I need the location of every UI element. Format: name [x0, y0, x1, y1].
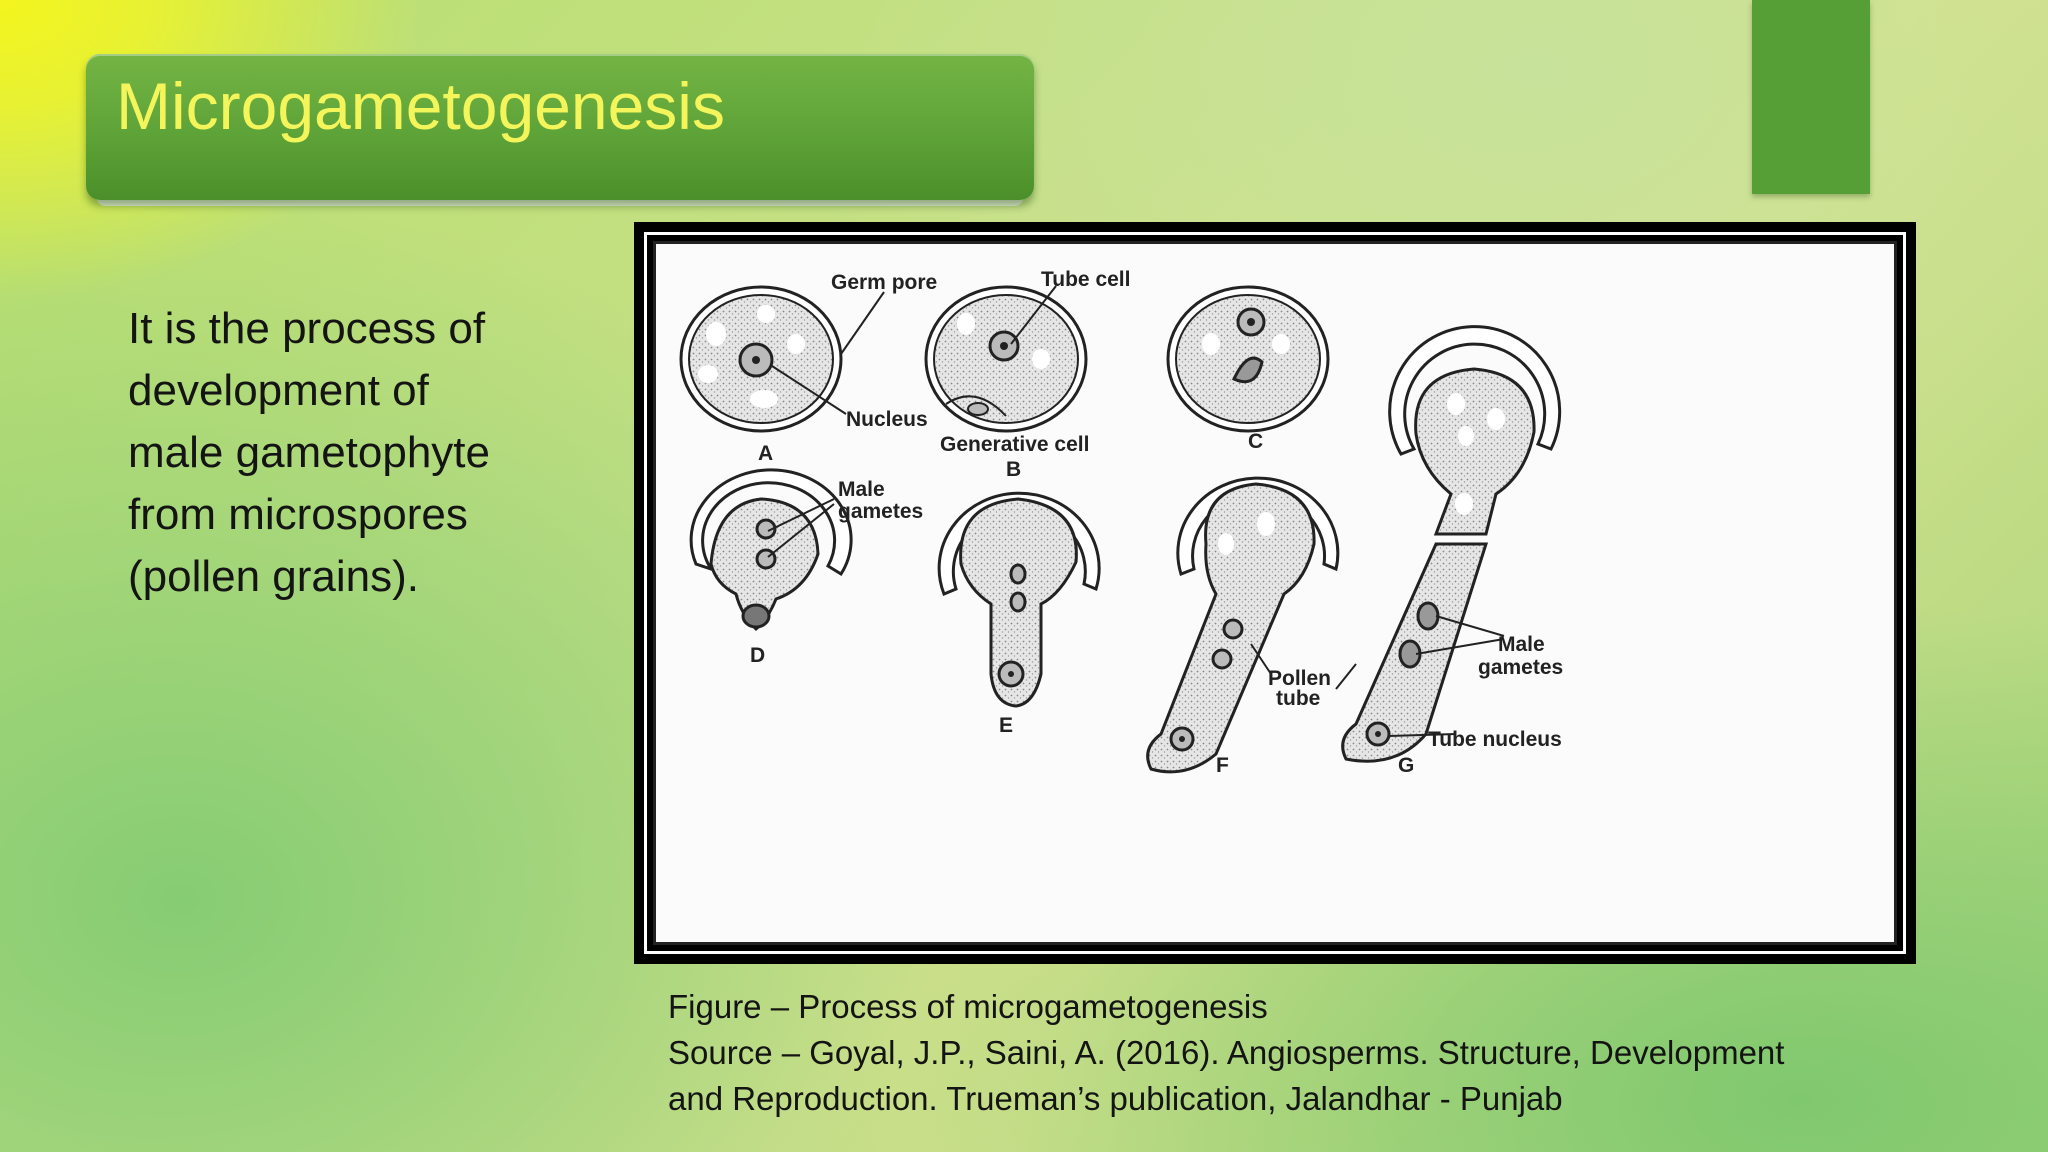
- body-text: It is the process of development of male…: [128, 298, 598, 608]
- stage-letter-g: G: [1398, 754, 1414, 777]
- corner-accent-block: [1752, 0, 1870, 194]
- stage-letter-f: F: [1216, 754, 1229, 777]
- label-pollen-tube-1: Pollen: [1268, 667, 1331, 690]
- figure-image: Germ pore Tube cell Nucleus Generative c…: [653, 241, 1897, 945]
- caption-line: Figure – Process of microgametogenesis: [668, 988, 1268, 1025]
- figure-frame: Germ pore Tube cell Nucleus Generative c…: [634, 222, 1916, 964]
- body-line: It is the process of: [128, 304, 486, 353]
- label-pollen-tube-2: tube: [1276, 687, 1320, 710]
- label-tube-cell: Tube cell: [1041, 268, 1130, 291]
- label-male-gametes-right-1: Male: [1498, 633, 1545, 656]
- stage-a-cell: [679, 285, 885, 433]
- label-male-gametes-top-1: Male: [838, 478, 885, 501]
- figure-caption: Figure – Process of microgametogenesis S…: [668, 984, 1968, 1122]
- body-line: male gametophyte: [128, 428, 490, 477]
- label-male-gametes-right-2: gametes: [1478, 656, 1563, 679]
- stage-letter-d: D: [750, 644, 765, 667]
- stage-g-cell: [1335, 325, 1562, 763]
- body-line: development of: [128, 366, 429, 415]
- stage-letter-c: C: [1248, 430, 1263, 453]
- stage-d-cell: [689, 468, 853, 632]
- caption-line: and Reproduction. Trueman’s publication,…: [668, 1080, 1563, 1117]
- label-male-gametes-top-2: gametes: [838, 500, 923, 523]
- body-line: (pollen grains).: [128, 552, 420, 601]
- slide-title: Microgametogenesis: [116, 69, 725, 143]
- label-generative-cell: Generative cell: [940, 433, 1089, 456]
- label-tube-nucleus: Tube nucleus: [1428, 728, 1562, 751]
- stage-e-cell: [937, 491, 1101, 708]
- stage-letter-e: E: [999, 714, 1013, 737]
- stage-letter-b: B: [1006, 458, 1021, 481]
- label-germ-pore: Germ pore: [831, 271, 937, 294]
- stage-f-cell: [1146, 476, 1340, 774]
- stage-b-cell: [924, 285, 1088, 433]
- stage-c-cell: [1166, 285, 1330, 433]
- body-line: from microspores: [128, 490, 468, 539]
- label-nucleus: Nucleus: [846, 408, 928, 431]
- caption-line: Source – Goyal, J.P., Saini, A. (2016). …: [668, 1034, 1785, 1071]
- microgametogenesis-diagram: Germ pore Tube cell Nucleus Generative c…: [679, 268, 1563, 777]
- stage-letter-a: A: [758, 442, 773, 465]
